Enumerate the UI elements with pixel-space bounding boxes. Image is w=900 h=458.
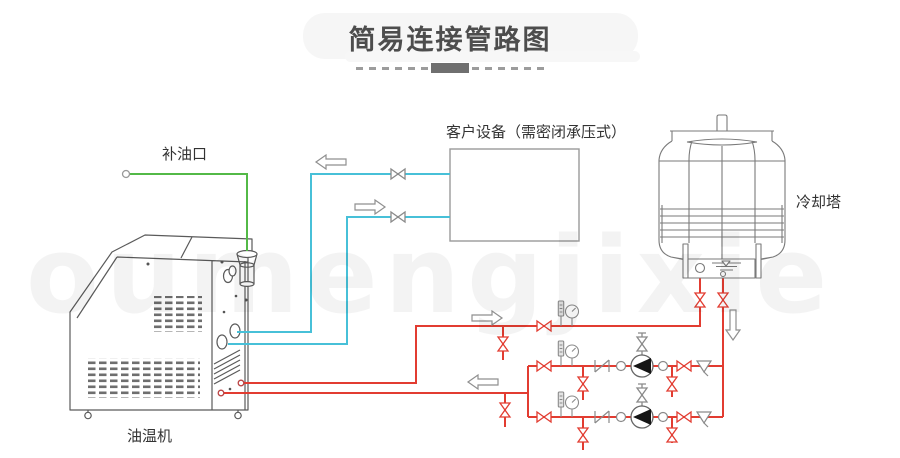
vent-grille-lower <box>88 358 200 398</box>
tower-body <box>658 140 786 264</box>
cooling-tower <box>658 114 786 279</box>
casters <box>84 410 242 420</box>
oil-fill-funnel <box>228 249 258 288</box>
oil-heater-machine <box>69 234 258 420</box>
oil-fill-pipe <box>130 173 248 251</box>
hot-supply-port <box>237 379 245 387</box>
valve-icon <box>536 411 552 423</box>
valve-icon <box>536 360 552 372</box>
valve-icon <box>676 411 692 423</box>
tower-fan <box>686 138 758 146</box>
flow-arrow-left-icon <box>315 154 347 170</box>
flow-arrow-down-icon <box>725 309 741 341</box>
tower-leg <box>682 243 689 279</box>
valve-icon <box>390 211 406 223</box>
drain-valve-icon <box>666 427 678 443</box>
pressure-gauge-icon <box>564 304 580 327</box>
fill-port-icon <box>121 169 131 179</box>
cool-return-pipe <box>237 173 450 333</box>
drain-valve-icon <box>497 336 509 352</box>
pressure-gauge-icon <box>564 344 580 367</box>
tower-top-stub <box>716 114 728 131</box>
customer-equipment-box <box>449 148 580 242</box>
drain-valve-icon <box>577 427 589 443</box>
tower-basin <box>687 258 756 279</box>
cool-supply-pipe <box>228 216 450 345</box>
ornament-dashes-right <box>472 66 544 70</box>
pump-icon <box>630 405 654 429</box>
pressure-gauge-icon <box>564 395 580 418</box>
union-icon <box>657 360 669 372</box>
ornament-dashes-left <box>356 66 428 70</box>
flow-arrow-left-icon <box>467 374 499 390</box>
side-panel-details <box>146 260 248 391</box>
label-cooling-tower: 冷却塔 <box>796 193 842 211</box>
vent-valve-icon <box>636 387 648 403</box>
tower-valve-icon <box>694 292 706 308</box>
flow-arrow-right-icon <box>354 199 386 215</box>
drain-valve-icon <box>577 376 589 392</box>
valve-icon <box>676 360 692 372</box>
basin-suction-port <box>719 270 727 278</box>
water-level-triangle <box>721 260 731 267</box>
tower-leg <box>755 243 762 279</box>
valve-icon <box>390 168 406 180</box>
drain-valve-icon <box>499 402 511 418</box>
title-highlight-2 <box>345 51 640 62</box>
tower-valve-icon <box>717 292 729 308</box>
supply-pipe <box>241 272 701 384</box>
label-customer-equipment: 客户设备（需密闭承压式） <box>446 123 627 141</box>
cool-water-lines <box>228 154 450 345</box>
union-icon <box>615 360 627 372</box>
title-ornament <box>0 63 900 73</box>
tower-louvers <box>660 205 784 243</box>
ornament-block <box>431 63 469 73</box>
cool-in-port <box>216 334 228 350</box>
oil-fill-line <box>121 169 248 251</box>
basin-outlet-port <box>694 262 706 274</box>
vent-valve-icon <box>636 336 648 352</box>
page-title: 简易连接管路图 <box>348 25 552 56</box>
union-icon <box>657 411 669 423</box>
thermometer-icon <box>557 391 565 418</box>
flow-arrow-right-icon <box>471 310 503 326</box>
hot-return-port <box>217 389 225 397</box>
strainer-icon <box>696 411 712 428</box>
hot-water-network <box>217 272 741 450</box>
valve-icon <box>536 320 552 332</box>
pump-icon <box>630 354 654 378</box>
label-oil-heater: 油温机 <box>127 427 173 445</box>
strainer-icon <box>696 360 712 377</box>
drain-valve-icon <box>666 376 678 392</box>
tower-rim <box>670 130 774 141</box>
vent-grille-upper <box>152 296 202 332</box>
thermometer-icon <box>557 300 565 327</box>
machine-edges <box>76 236 249 410</box>
thermometer-icon <box>557 340 565 367</box>
union-icon <box>615 411 627 423</box>
label-oil-fill-port: 补油口 <box>162 145 208 163</box>
